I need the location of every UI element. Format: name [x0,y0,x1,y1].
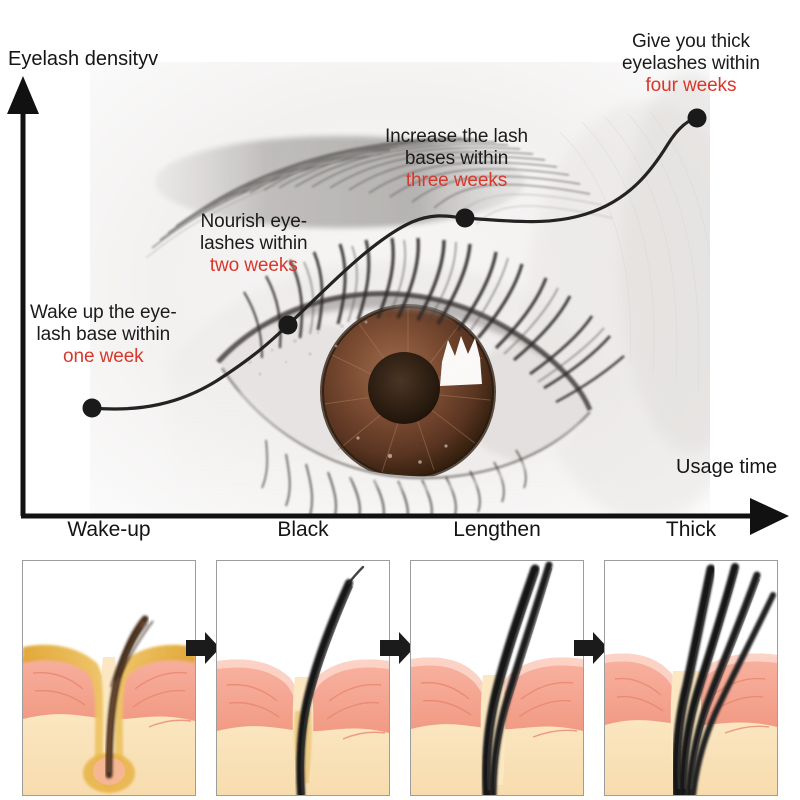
follicle-multi-lash-icon [605,561,777,795]
growth-curve [90,116,699,411]
follicle-panel-lengthen [410,560,584,796]
right-arrow-icon-3 [574,632,608,664]
annotation-week-3-line2: bases within [404,148,509,170]
annotation-week-3-highlight: three weeks [405,170,508,192]
annotation-week-3-line1: Increase the lash [385,126,528,147]
data-point-week-1 [82,398,102,418]
follicle-panel-black [216,560,390,796]
x-axis-title: Usage time [676,456,778,478]
y-axis-arrowhead [7,76,39,114]
right-arrow-icon-1 [186,632,220,664]
follicle-single-lash-icon [217,561,389,795]
annotation-week-1-highlight: one week [63,346,144,368]
data-point-week-3 [455,208,475,228]
follicle-double-lash-icon [411,561,583,795]
right-arrow-icon-2 [380,632,414,664]
annotation-week-2-line2: lashes within [200,233,308,255]
annotation-week-1: Wake up the eye- lash base within one we… [30,302,177,368]
annotation-week-4-line2: eyelashes within [622,53,760,75]
annotation-week-1-line2: lash base within [36,324,171,346]
y-axis-title: Eyelash densityv [8,48,159,70]
stage-label-black: Black [277,518,329,541]
follicle-panel-thick [604,560,778,796]
stage-label-lengthen: Lengthen [453,518,541,541]
data-point-week-2 [278,315,298,335]
follicle-panel-wake-up [22,560,196,796]
annotation-week-2-line1: Nourish eye- [200,211,307,232]
annotation-week-4-highlight: four weeks [645,75,737,97]
annotation-week-2-highlight: two weeks [209,255,298,277]
follicle-serum-icon [23,561,195,795]
data-point-week-4 [687,108,707,128]
annotation-week-4-line1: Give you thick [631,31,750,52]
annotation-week-3: Increase the lash bases within three wee… [385,126,528,192]
annotation-week-2: Nourish eye- lashes within two weeks [200,211,308,277]
stage-label-thick: Thick [665,518,717,541]
x-axis-arrowhead [750,498,789,535]
annotation-week-4: Give you thick eyelashes within four wee… [622,31,760,97]
annotation-week-1-line1: Wake up the eye- [30,302,177,323]
stage-label-wake-up: Wake-up [67,518,151,541]
